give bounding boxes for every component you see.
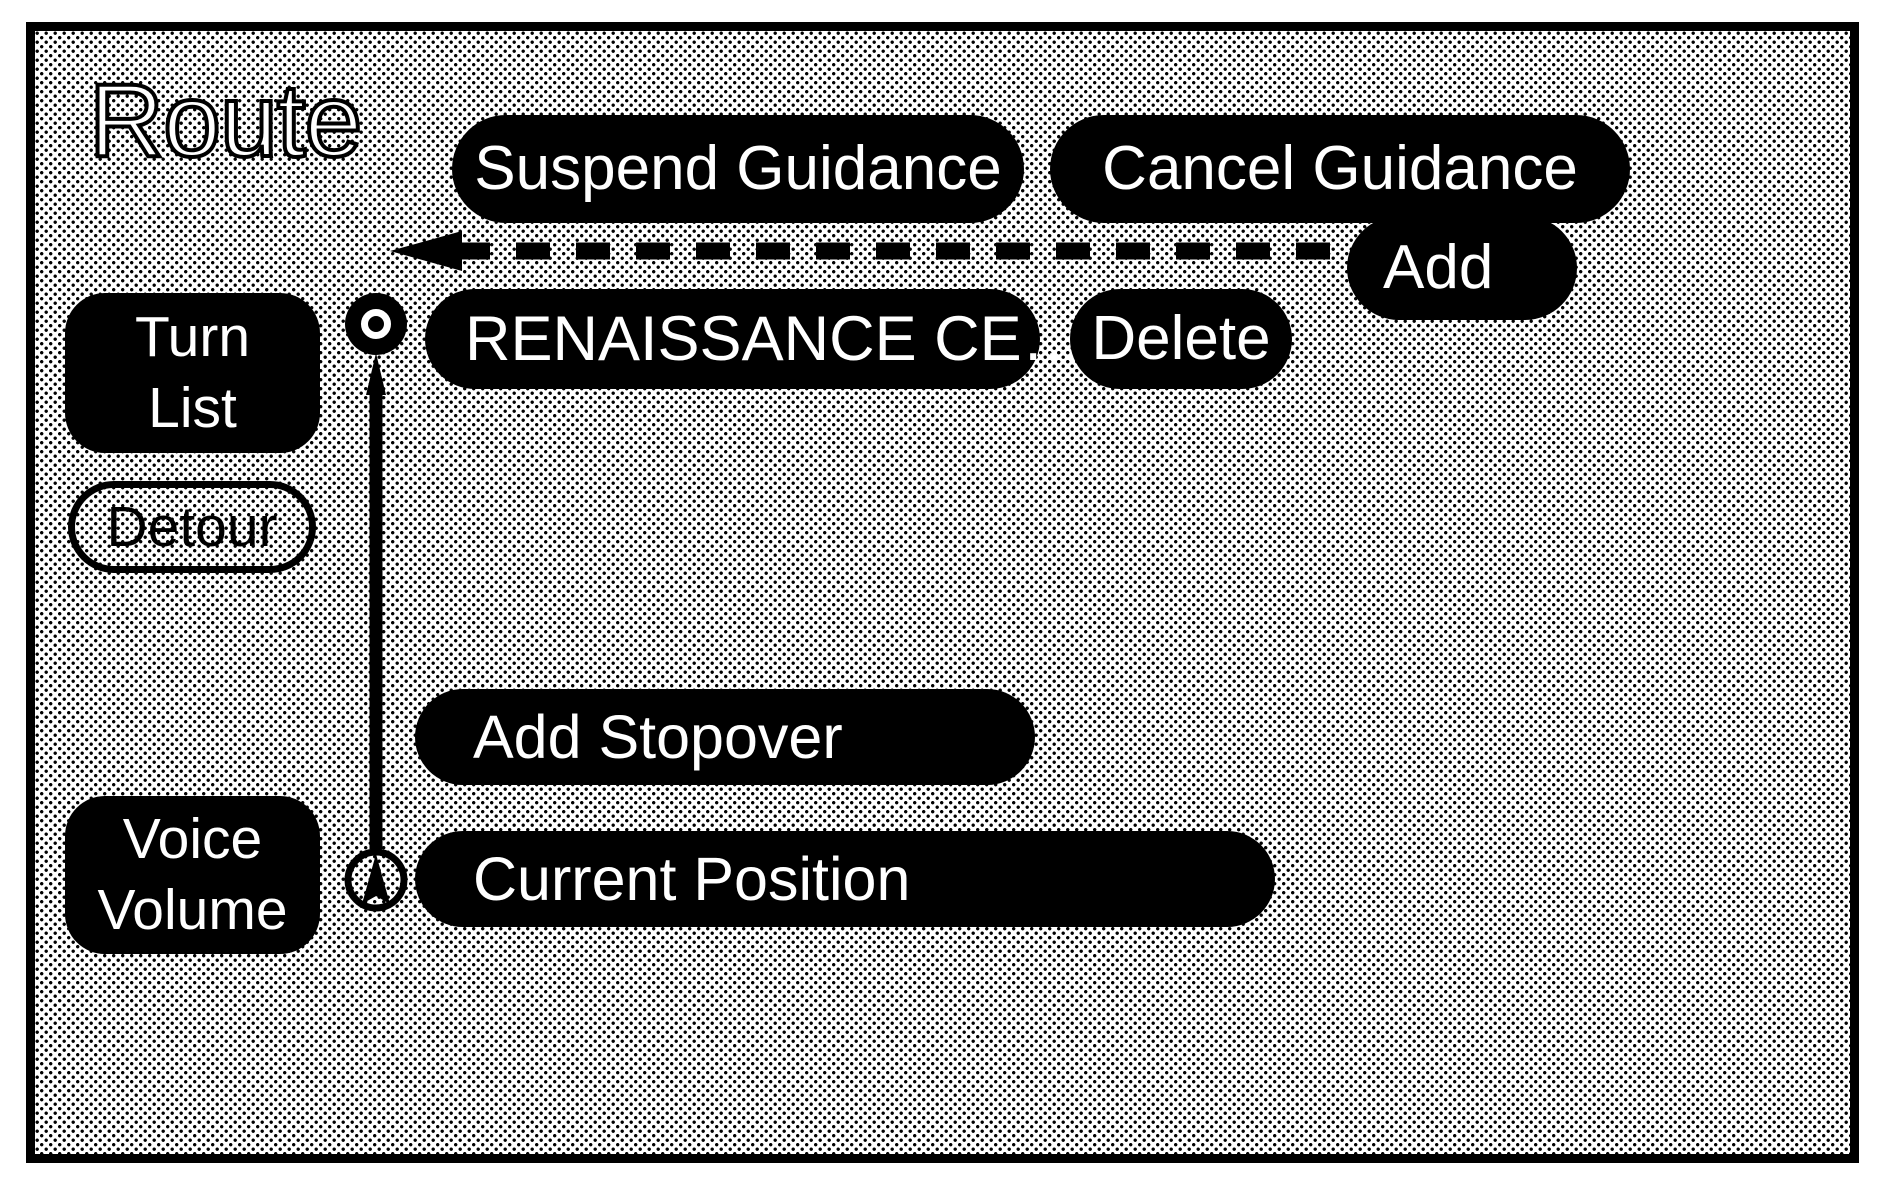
- sidebar-item-detour[interactable]: Detour: [68, 481, 316, 573]
- voice-volume-label-line2: Volume: [97, 878, 288, 942]
- current-position-label: Current Position: [473, 844, 911, 913]
- solid-arrow-position-to-destination: [366, 353, 386, 849]
- add-button[interactable]: Add: [1347, 216, 1577, 320]
- delete-button[interactable]: Delete: [1070, 289, 1292, 389]
- destination-label: RENAISSANCE CE…: [465, 303, 1085, 374]
- up-arrow-icon: [366, 353, 386, 849]
- detour-label: Detour: [106, 495, 278, 559]
- cancel-guidance-button[interactable]: Cancel Guidance: [1050, 115, 1630, 223]
- suspend-guidance-button[interactable]: Suspend Guidance: [452, 115, 1024, 223]
- sidebar-item-voice-volume[interactable]: Voice Volume: [65, 796, 320, 954]
- current-position-glyph: [344, 848, 408, 912]
- add-label: Add: [1383, 233, 1494, 302]
- destination-button[interactable]: RENAISSANCE CE…: [425, 289, 1085, 389]
- page-title: Route: [87, 63, 365, 179]
- dashed-arrow-add-to-destination: [390, 231, 1355, 271]
- sidebar-item-turn-list[interactable]: Turn List: [65, 293, 320, 453]
- destination-circle-icon: [345, 293, 407, 355]
- turn-list-label-line2: List: [148, 376, 237, 440]
- current-position-button[interactable]: Current Position: [415, 831, 1275, 927]
- current-position-arrow-icon: [343, 846, 409, 912]
- delete-label: Delete: [1091, 304, 1271, 373]
- cancel-guidance-label: Cancel Guidance: [1102, 134, 1578, 203]
- dashed-arrow-icon: [390, 231, 1355, 271]
- screen-frame: Route Suspend Guidance Cancel Guidance T…: [26, 22, 1859, 1163]
- add-stopover-label: Add Stopover: [473, 702, 843, 771]
- add-stopover-button[interactable]: Add Stopover: [415, 689, 1035, 785]
- suspend-guidance-label: Suspend Guidance: [474, 134, 1002, 203]
- turn-list-label-line1: Turn: [134, 305, 251, 370]
- voice-volume-label-line1: Voice: [122, 807, 263, 872]
